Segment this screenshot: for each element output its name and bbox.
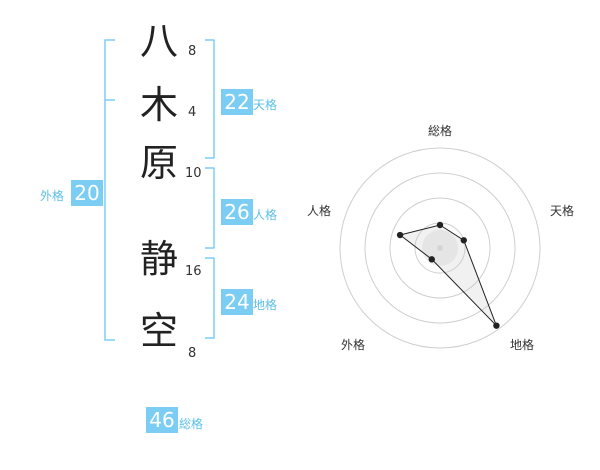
radar-axis-label-gaikaku: 外格 [341,338,366,352]
soukaku-value: 46 [146,407,178,433]
gaikaku-value: 20 [71,180,103,206]
name-char-1: 八 [140,19,179,63]
radar-ring-4 [339,147,541,349]
radar-point-2 [460,237,467,244]
radar-polygon [398,224,497,327]
radar-axis-label-chikaku: 地格 [510,338,535,352]
jinkaku-value: 26 [221,199,253,225]
radar-ring-2 [389,197,491,299]
stroke-count-1: 8 [188,44,197,59]
tenkaku-label: 天格 [253,98,278,112]
radar-ring-3 [364,172,516,324]
radar-center-dot [437,245,443,251]
name-char-4: 静 [140,237,179,281]
gaikaku-label: 外格 [40,189,65,203]
radar-axis-label-jinkaku: 人格 [307,204,332,218]
radar-point-1 [436,221,444,229]
chikaku-value: 24 [221,289,253,315]
tenkaku-value: 22 [221,89,253,115]
radar-point-5 [396,231,404,239]
radar-axis-label-tenkaku: 天格 [550,204,575,218]
jinkaku-label: 人格 [253,208,278,222]
stroke-count-2: 4 [188,105,197,120]
name-char-5: 空 [140,309,179,353]
name-char-2: 木 [140,83,179,127]
radar-point-4 [428,256,435,263]
soukaku-label: 総格 [179,417,204,431]
stroke-count-4: 16 [185,264,202,279]
stroke-count-3: 10 [185,166,202,181]
stroke-count-5: 8 [188,346,197,361]
radar-axis-label-soukaku: 総格 [428,124,453,138]
radar-point-3 [493,322,500,329]
chikaku-label: 地格 [253,298,278,312]
name-char-3: 原 [140,141,179,185]
